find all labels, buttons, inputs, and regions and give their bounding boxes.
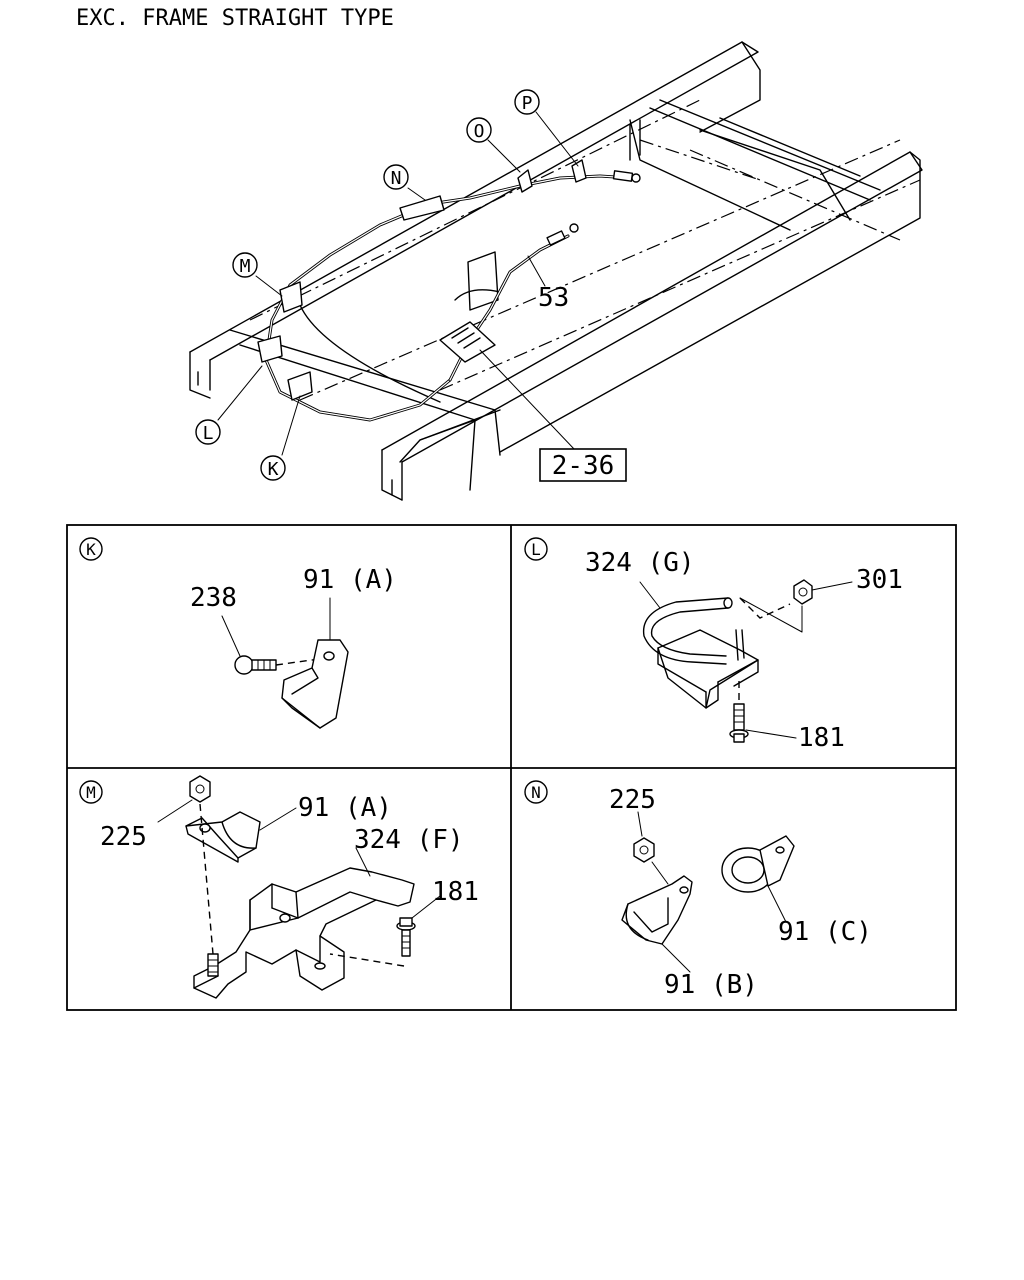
callout-N: N <box>383 164 409 190</box>
svg-text:2-36: 2-36 <box>552 451 615 481</box>
nut-225-n <box>633 811 669 885</box>
panel-M-letter: M <box>86 783 96 802</box>
panel-N-letter: N <box>531 783 541 802</box>
part-53-label: 53 <box>538 283 569 313</box>
bracket-324g <box>639 581 759 709</box>
svg-text:P: P <box>522 93 533 114</box>
clip-91b <box>621 875 693 973</box>
panel-K-letter: K <box>86 540 96 559</box>
detail-grid <box>66 524 957 1011</box>
part-301-label: 301 <box>856 565 903 595</box>
frame-overview <box>189 41 923 501</box>
stud-bolt-m <box>199 803 219 977</box>
bracket-324f <box>193 847 415 999</box>
callout-O: O <box>466 117 492 143</box>
page-title: EXC. FRAME STRAIGHT TYPE <box>76 6 394 31</box>
svg-text:K: K <box>268 459 279 480</box>
bolt-238 <box>221 615 327 675</box>
clip-91a-m <box>185 807 297 863</box>
svg-text:L: L <box>203 423 214 444</box>
bolt-181-l <box>729 680 797 743</box>
part-225-label-n: 225 <box>609 785 656 815</box>
callout-P: P <box>514 89 540 115</box>
part-181-label-l: 181 <box>798 723 845 753</box>
part-91a-label-m: 91 (A) <box>298 793 392 823</box>
ref-box-2-36: 2-36 <box>539 448 627 482</box>
panel-L: L 324 (G) 301 181 <box>524 537 903 753</box>
nut-301 <box>739 579 853 619</box>
part-181-label-m: 181 <box>432 877 479 907</box>
part-225-label-m: 225 <box>100 822 147 852</box>
clip-91a-k <box>281 597 349 729</box>
brake-cables <box>257 159 641 422</box>
panel-N: N 225 91 (C) 91 (B) <box>524 780 872 1000</box>
svg-text:N: N <box>391 168 402 189</box>
panel-K: K 238 91 (A) <box>79 537 397 729</box>
panel-L-letter: L <box>531 540 541 559</box>
part-324g-label: 324 (G) <box>585 548 695 578</box>
part-91c-label: 91 (C) <box>778 917 872 947</box>
clip-91c <box>721 835 795 923</box>
part-324f-label: 324 (F) <box>354 825 464 855</box>
panel-M: M 225 91 (A) 324 (F) 181 <box>79 775 479 999</box>
svg-text:M: M <box>240 256 251 277</box>
nut-225-m <box>157 775 211 823</box>
callout-L: L <box>195 419 221 445</box>
part-91b-label: 91 (B) <box>664 970 758 1000</box>
callout-K: K <box>260 455 286 481</box>
bolt-181-m <box>329 895 441 967</box>
overview-leaders <box>217 111 579 456</box>
part-238-label: 238 <box>190 583 237 613</box>
part-91a-label-k: 91 (A) <box>303 565 397 595</box>
svg-text:O: O <box>474 121 485 142</box>
callout-M: M <box>232 252 258 278</box>
